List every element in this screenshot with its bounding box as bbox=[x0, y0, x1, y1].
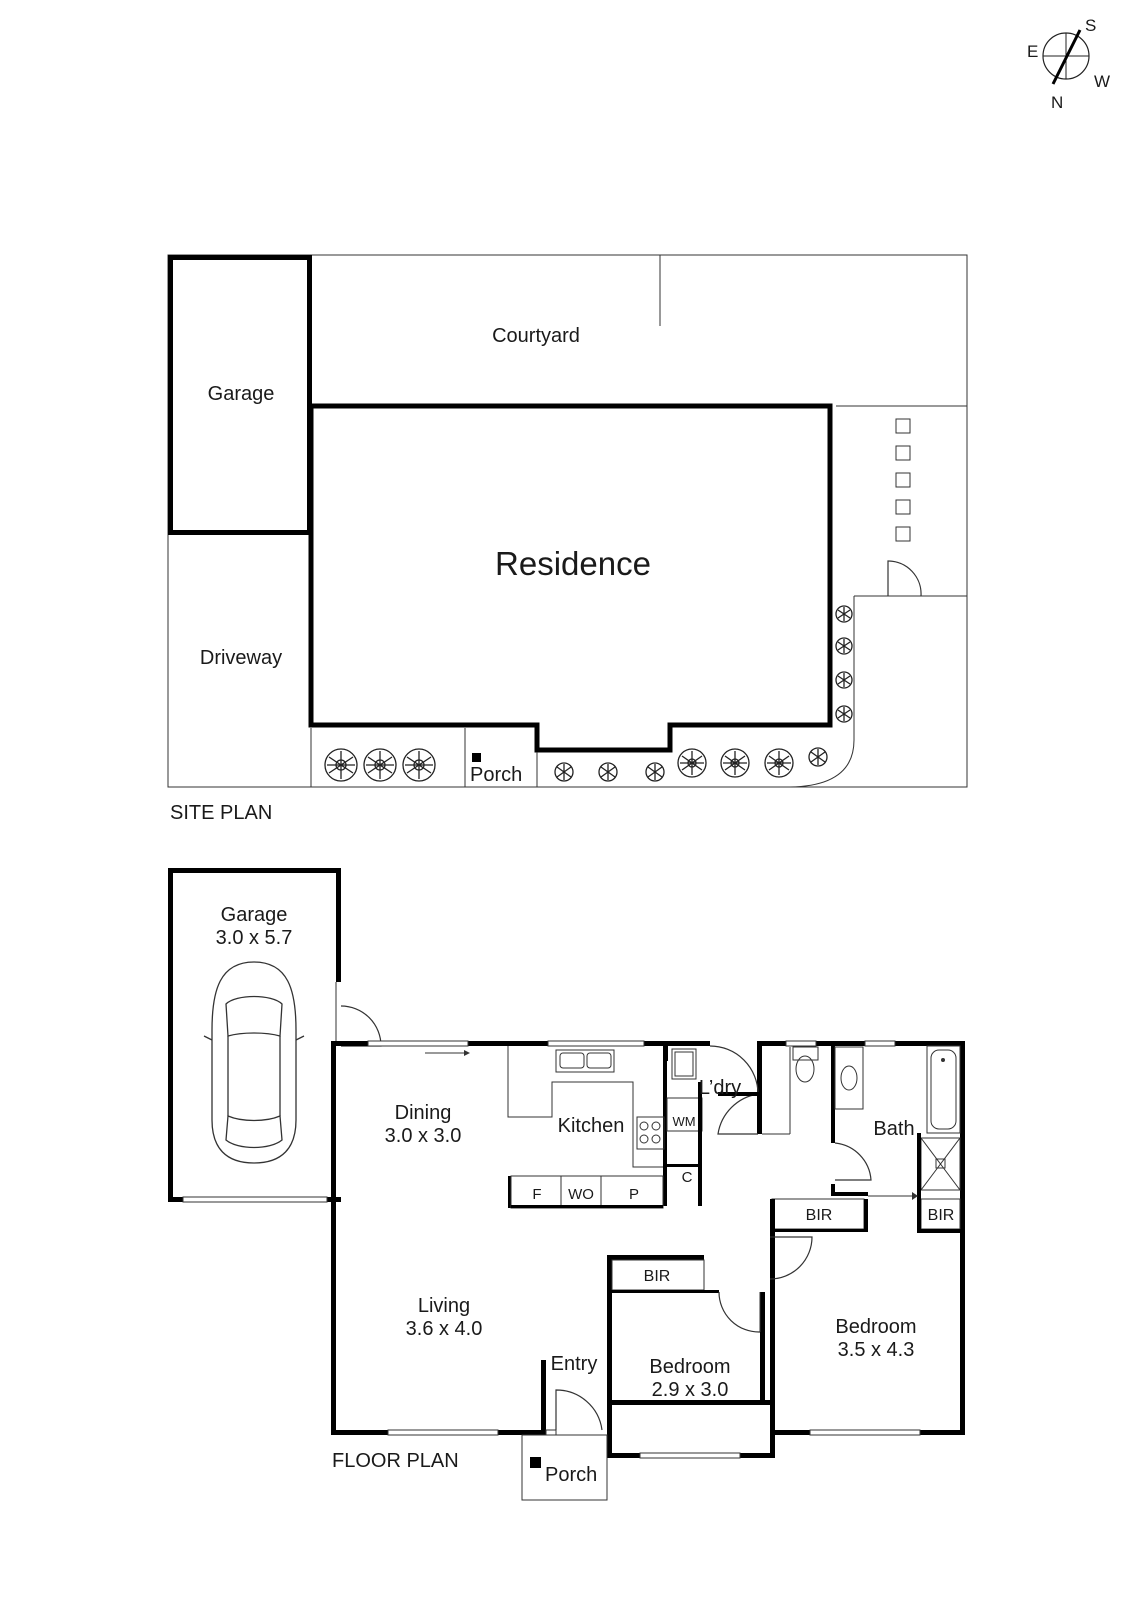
label-residence: Residence bbox=[495, 545, 651, 582]
compass-e: E bbox=[1027, 42, 1038, 61]
label-porch: Porch bbox=[545, 1464, 597, 1486]
label-dining: Dining bbox=[395, 1102, 452, 1124]
floor-plan-caption: FLOOR PLAN bbox=[332, 1450, 459, 1472]
label-bir-hall: BIR bbox=[806, 1207, 833, 1224]
label-laundry: L’dry bbox=[699, 1077, 741, 1099]
compass: S E W N bbox=[1027, 16, 1110, 112]
label-site-garage: Garage bbox=[208, 383, 275, 405]
floor-plan: Garage 3.0 x 5.7 Dining 3.0 x 3.0 Kitche… bbox=[168, 868, 965, 1501]
label-f: F bbox=[532, 1186, 541, 1203]
label-bath: Bath bbox=[873, 1118, 914, 1140]
shrubs bbox=[324, 605, 853, 782]
porch-outline bbox=[521, 1434, 608, 1501]
label-bedroom1: Bedroom bbox=[835, 1316, 916, 1338]
label-entry: Entry bbox=[551, 1353, 598, 1375]
compass-needle bbox=[1051, 29, 1082, 85]
label-bir-bed2: BIR bbox=[644, 1268, 671, 1285]
label-bedroom2-size: 2.9 x 3.0 bbox=[652, 1379, 729, 1401]
label-bedroom1-size: 3.5 x 4.3 bbox=[838, 1339, 915, 1361]
compass-n: N bbox=[1051, 93, 1063, 112]
compass-s: S bbox=[1085, 16, 1096, 35]
label-courtyard: Courtyard bbox=[492, 325, 580, 347]
label-wm: WM bbox=[672, 1114, 695, 1129]
residence-outline bbox=[308, 403, 833, 753]
site-porch-post bbox=[472, 753, 481, 762]
garage-door bbox=[182, 1196, 328, 1203]
label-garage-size: 3.0 x 5.7 bbox=[216, 927, 293, 949]
porch-post bbox=[530, 1457, 541, 1468]
label-living-size: 3.6 x 4.0 bbox=[406, 1318, 483, 1340]
label-bedroom2: Bedroom bbox=[649, 1356, 730, 1378]
label-garage: Garage bbox=[221, 904, 288, 926]
site-garage-outline bbox=[168, 255, 312, 535]
label-wo: WO bbox=[568, 1186, 594, 1203]
label-dining-size: 3.0 x 3.0 bbox=[385, 1125, 462, 1147]
label-living: Living bbox=[418, 1295, 470, 1317]
car-icon bbox=[203, 961, 305, 1164]
label-p: P bbox=[629, 1186, 639, 1203]
site-plan: Courtyard Garage Residence Driveway Porc… bbox=[167, 254, 968, 824]
stepping-stones bbox=[895, 418, 911, 542]
site-plan-caption: SITE PLAN bbox=[170, 802, 272, 824]
label-site-porch: Porch bbox=[470, 764, 522, 786]
label-kitchen: Kitchen bbox=[558, 1115, 625, 1137]
label-driveway: Driveway bbox=[200, 647, 282, 669]
compass-w: W bbox=[1094, 72, 1110, 91]
label-bir-bath: BIR bbox=[928, 1207, 955, 1224]
label-c: C bbox=[682, 1169, 693, 1186]
